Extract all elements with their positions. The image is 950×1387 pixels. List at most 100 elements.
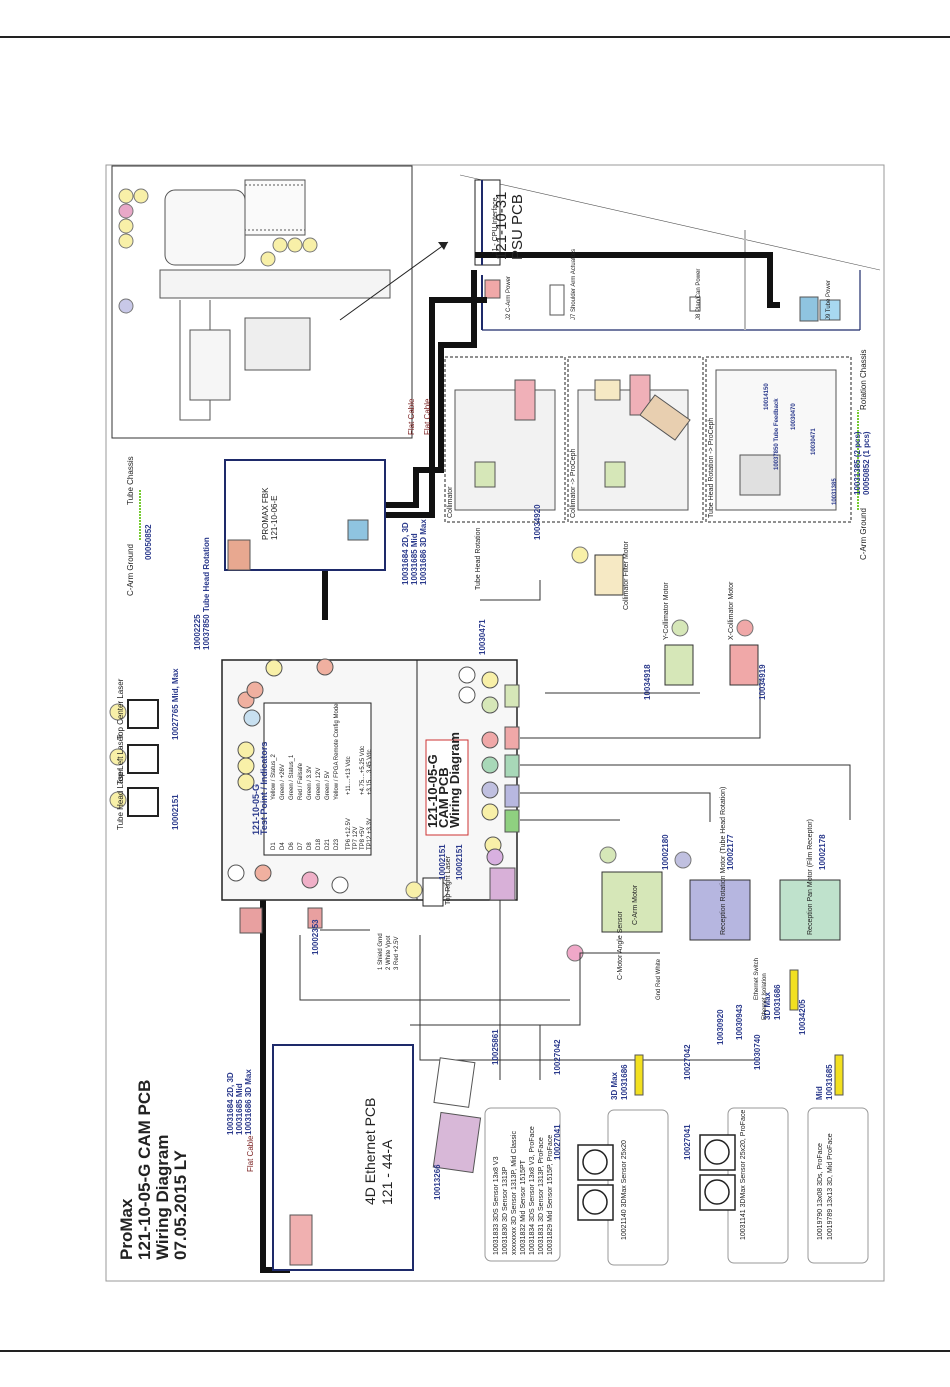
bottom-rule [0,1350,950,1352]
test-point-table [263,702,372,856]
machine-illustration [159,179,449,421]
ground-top-left: C-Arm Ground [126,544,135,596]
tube-head-rotation-sensor: Tube Head Rotation [475,528,482,590]
fan-icons [577,1134,736,1221]
collimator-box-label: Tube Head Rotation -> ProCeph [708,418,715,518]
cam-connectors[interactable] [239,684,520,934]
part-number: 10030740 [753,1034,762,1070]
ethernet-isolation-label: Ethernet Isolation [762,973,768,1020]
motor-name: Reception Pan Motor (Film Receptor) [807,819,814,935]
tube-head-part: 10014150 [764,383,770,410]
p11-tag: 10031686 [773,984,782,1020]
psu-cpu-interface: J1 - CPU Interface [492,197,499,255]
tube-head-part: 10030470 [791,403,797,430]
part-number: 10030943 [735,1004,744,1040]
signal-wires [299,580,851,1080]
part-number: 10002151 [455,844,464,880]
flat-cable-label: Flat Cable [246,1135,255,1172]
fbk-pcb-name: PROMAX FBK [261,487,270,540]
fbk-cable-part: 10031686 3D Max [419,519,428,585]
tp-id: TP12 +3.3V [367,818,373,850]
fbk-pcb [224,459,386,571]
motor-part: 10002180 [661,834,670,870]
p11-line: 10019790 13x08 3Ds, ProFace [817,1143,824,1240]
psu-connector-label: J9 Tube Power [826,280,832,320]
part-number: 10025861 [491,1029,500,1065]
laser-name: Top Center Laser [116,678,125,740]
test-point-title: 121-10-05-G [251,784,261,835]
collimator-proceph-box [567,356,704,523]
motor-part: 10002177 [726,834,735,870]
flat-cable-label-3: Flat Cable [423,398,432,435]
led-desc: Green / 3.3V [307,766,313,800]
tube-head-rotation-box [705,356,852,523]
fbk-cable-part: 10031685 Mid [410,533,419,585]
led-id: D8 [307,842,313,850]
tp-id: TP6 +12.5V [346,818,352,850]
led-desc: Green / +26V [280,764,286,800]
led-id: D23 [334,838,340,850]
led-id: D4 [280,842,286,850]
c-motor-angle-wires: Gnd Red White [656,958,662,1000]
ethernet-pcb-connector[interactable] [289,1214,313,1266]
p11-line: 10031833 3DS Sensor 13x8 V3 [493,1156,500,1255]
sensor-cable-pin: 2 White Vpot [386,935,392,970]
cam-pcb-title: Wiring Diagram [447,732,462,828]
ethernet-switch-label: Ethernet Switch [754,958,760,1000]
top-rule [0,36,950,38]
overview-refs [118,188,318,314]
p11-tag: 3D Max [763,991,772,1020]
led-desc: Green / 5V [325,771,331,800]
part-number: 10027041 [683,1124,692,1160]
motor-name: Reception Rotation Motor (Tube Head Rota… [720,787,727,935]
p11-line: 10031831 3D Sensor 1313P, ProFace [538,1137,545,1255]
motor-part: 10002178 [818,834,827,870]
tp-range: +3.15....3.45 Vdc [367,749,373,795]
collimator-box [444,356,566,523]
p11-line: 10031834 3DS Sensor 13x8 V3, ProFace [529,1126,536,1255]
tube-head-rotation-sensor-part: 10030471 [478,619,487,655]
led-desc: Red / Failsafe [298,762,304,800]
led-id: D21 [325,838,331,850]
tube-head-part: 10031385 [832,478,838,505]
collimator-illustrations [454,369,837,511]
led-desc: Yellow / Status_2 [271,754,277,800]
laser-name: Top Left Laser [116,734,125,785]
tube-head-rotation-part: 10037850 Tube Head Rotation [202,537,211,650]
flat-cable-label-2: Flat Cable [407,398,416,435]
p11-line: 10019789 13x13 3D, Mid ProFace [827,1133,834,1240]
motor-name: Collimator Filter Motor [623,540,630,610]
psu-connector-label: J8 Plan/Can Power [696,269,702,320]
cam-pcb-title-box [425,739,469,836]
fbk-j20-connector[interactable] [347,519,369,541]
psu-name: PSU PCB [509,194,526,260]
ribbon-connector-icon [433,1057,476,1108]
led-desc: Yellow / FPGA Remote Config Mode [334,703,340,800]
tp-range: +11....+13 Vdc [346,756,352,795]
laser-part: 10002151 [171,794,180,830]
sensor-cable-part: 10002353 [311,919,320,955]
led-id: D18 [316,838,322,850]
p11-tag: Mid [815,1086,824,1100]
motor-part: 10034919 [758,664,767,700]
flat-cable-part: 10031685 Mid [235,1083,244,1135]
p11-box-1 [484,1107,561,1262]
p11-box-4 [807,1107,869,1264]
title-line-4: 07.05.2015 LY [171,1149,190,1260]
flat-cable-part: 10031686 3D Max [244,1069,253,1135]
p11-box-3 [727,1107,789,1264]
title-line-3: Wiring Diagram [153,1135,172,1260]
fbk-j1-connector[interactable] [227,539,251,571]
part-number: 10030920 [716,1009,725,1045]
test-point-title: Test Point / Indicators [259,742,269,835]
motor-part: 10034918 [643,664,652,700]
tube-head-rotation-part: 10002225 [193,614,202,650]
led-id: D6 [289,842,295,850]
laser-part-2: 10002151 [438,844,447,880]
tube-head-part: 10030471 [811,428,817,455]
c-motor-angle-sensor: C-Motor Angle Sensor [617,910,624,980]
ground-bottom-part: 00050852 (1 pcs) [862,431,871,495]
ground-bottom-part: 10031385 (2 pcs) [853,431,862,495]
part-number: 10013266 [433,1164,442,1200]
arrow-icon [438,242,448,250]
